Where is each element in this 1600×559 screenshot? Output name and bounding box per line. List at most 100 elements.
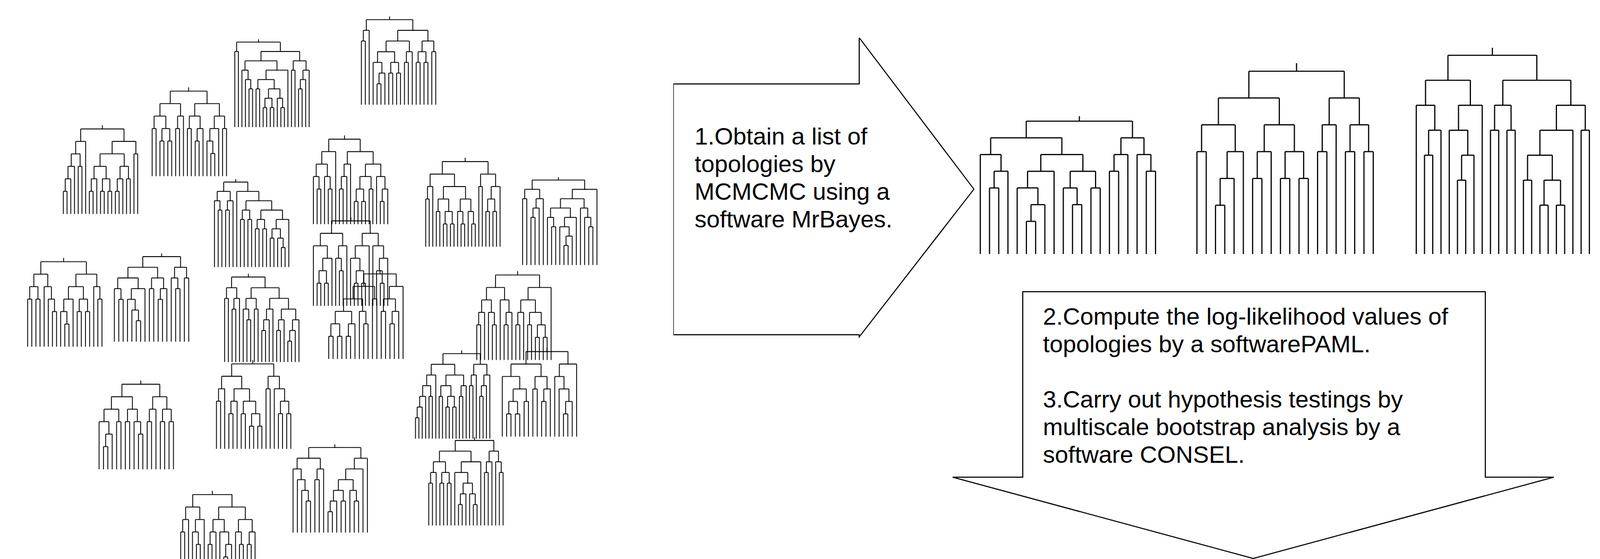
tree-branch	[250, 319, 252, 363]
tree-branch	[464, 223, 466, 247]
tree-branch	[192, 531, 194, 559]
tree-branch	[323, 283, 325, 306]
step-text: 1.Obtain a list of topologies by MCMCMC …	[694, 122, 929, 234]
tree-branch	[247, 70, 249, 80]
tree-branch	[358, 311, 361, 359]
tree-branch	[464, 157, 466, 162]
tree-branch	[169, 128, 171, 141]
tree-branch	[323, 468, 325, 533]
tree-branch	[472, 482, 474, 494]
tree-branch	[335, 311, 337, 324]
tree-branch	[298, 51, 301, 62]
tree-branch	[979, 154, 981, 254]
tree-branch	[37, 286, 39, 299]
tree-branch	[185, 506, 187, 519]
tree-branch	[305, 79, 307, 128]
tree-branch	[1457, 180, 1459, 254]
tree-branch	[370, 176, 372, 189]
tree-branch	[76, 311, 79, 347]
tree-branch	[231, 309, 233, 363]
tree-branch	[1284, 151, 1286, 178]
tree-branch	[435, 374, 437, 439]
tree-branch	[1424, 80, 1426, 106]
tree-branch	[175, 288, 177, 342]
tree-branch	[241, 375, 243, 389]
tree-branch	[122, 298, 124, 342]
tree-branch	[343, 164, 345, 177]
tree-branch	[526, 198, 528, 265]
tree-branch	[316, 189, 318, 225]
tree-branch	[133, 153, 135, 215]
tree-branch	[1136, 154, 1138, 254]
tree-branch	[480, 461, 482, 526]
tree-branch	[56, 311, 58, 347]
tree-branch	[207, 544, 209, 559]
tree-branch	[251, 413, 253, 426]
tree-branch	[110, 396, 113, 409]
tree-branch	[297, 88, 299, 127]
tree-branch	[485, 385, 487, 439]
tree-branch	[567, 245, 569, 265]
tree-branch	[151, 421, 153, 470]
tree-branch	[412, 51, 414, 105]
tree-branch	[203, 519, 205, 559]
tree-branch	[268, 319, 270, 363]
tree-branch	[470, 450, 472, 462]
tree-branch	[1069, 170, 1071, 188]
tree-branch	[350, 217, 352, 221]
tree-branch	[445, 406, 447, 439]
tree-branch	[442, 353, 444, 364]
tree-branch	[278, 287, 280, 298]
tree-topology	[27, 257, 102, 347]
tree-branch	[362, 30, 364, 41]
tree-branch	[1030, 204, 1032, 221]
tree-branch	[97, 298, 99, 347]
tree-branch	[274, 79, 276, 90]
tree-branch	[282, 237, 284, 248]
tree-branch	[488, 450, 490, 462]
tree-branch	[142, 433, 144, 469]
tree-branch	[153, 288, 155, 342]
tree-branch	[538, 208, 541, 265]
tree-branch	[272, 309, 274, 363]
tree-branch	[242, 309, 244, 363]
tree-branch	[567, 351, 569, 364]
tree-branch	[262, 107, 264, 127]
tree-branch	[209, 128, 211, 141]
tree-branch	[269, 298, 271, 310]
tree-branch	[379, 283, 381, 306]
tree-branch	[292, 468, 294, 533]
tree-branch	[241, 531, 243, 544]
tree-branch	[562, 413, 564, 437]
tree-branch	[211, 544, 213, 559]
tree-branch	[335, 151, 337, 225]
tree-branch	[103, 446, 105, 469]
tree-branch	[244, 506, 246, 519]
tree-branch	[140, 380, 142, 384]
tree-branch	[546, 347, 548, 352]
tree-branch	[148, 408, 150, 422]
tree-branch	[588, 226, 590, 265]
tree-branch	[265, 70, 267, 80]
tree-branch	[199, 506, 201, 519]
tree-branch	[194, 140, 196, 176]
tree-branch	[67, 166, 69, 179]
tree-branch	[104, 191, 106, 215]
tree-branch	[499, 472, 501, 526]
tree-branch	[540, 363, 542, 376]
tree-branch	[474, 223, 476, 247]
tree-branch	[271, 200, 273, 211]
tree-branch	[488, 472, 490, 526]
tree-branch	[263, 219, 265, 229]
tree-branch	[186, 128, 188, 177]
tree-branch	[1025, 221, 1028, 254]
tree-branch	[510, 413, 512, 437]
arrow-shape	[673, 37, 974, 337]
tree-branch	[264, 276, 266, 288]
tree-branch	[332, 336, 334, 359]
tree-branch	[340, 500, 342, 533]
tree-branch	[499, 299, 501, 360]
tree-branch	[1560, 180, 1562, 205]
tree-branch	[545, 401, 547, 437]
tree-branch	[258, 228, 260, 268]
